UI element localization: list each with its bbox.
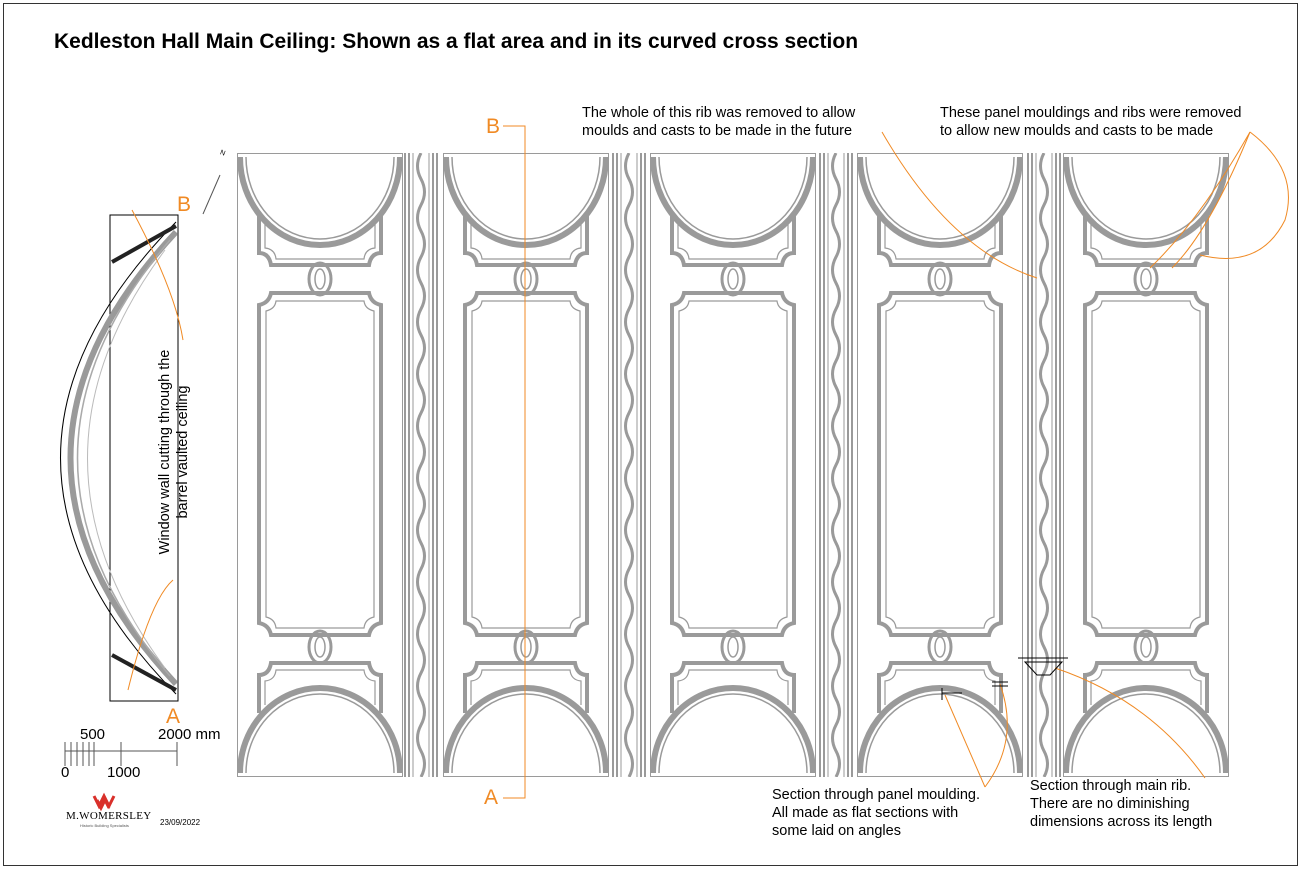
section-label-a-left: A [166, 705, 181, 728]
section-label-b-left: B [177, 193, 192, 216]
cross-section [60, 174, 221, 702]
note-line: Window wall cutting through the [157, 349, 173, 555]
note-line: All made as flat sections with [772, 805, 959, 821]
ceiling-panel-1 [238, 154, 403, 777]
leader-lines [127, 131, 1289, 788]
section-markers [941, 657, 1068, 700]
scale-bar [64, 742, 178, 766]
note-line: some laid on angles [772, 823, 901, 839]
logo-mark [92, 792, 116, 812]
ceiling-panel-5 [1064, 154, 1229, 777]
main-rib-4 [1028, 153, 1060, 777]
main-rib-3 [820, 153, 852, 777]
note-line: barrel vaulted ceiling [175, 385, 191, 519]
scale-label-0: 0 [61, 764, 70, 781]
main-rib-2 [613, 153, 645, 777]
page-title: Kedleston Hall Main Ceiling: Shown as a … [54, 30, 859, 53]
note-line: The whole of this rib was removed to all… [582, 105, 856, 121]
main-rib-1 [405, 153, 437, 777]
ceiling-panel-2 [444, 154, 609, 777]
note-line: These panel mouldings and ribs were remo… [940, 105, 1242, 121]
ceiling-panel-4 [858, 154, 1023, 777]
section-line-a-b [503, 125, 526, 799]
note-line: There are no diminishing [1030, 796, 1190, 812]
logo-name: M.WOMERSLEY [66, 810, 152, 822]
note-line: dimensions across its length [1030, 814, 1213, 830]
ceiling-plan [238, 153, 1229, 777]
note-line: moulds and casts to be made in the futur… [582, 123, 853, 139]
logo-tagline: Historic Building Specialists [80, 823, 129, 828]
scale-label-1000: 1000 [107, 764, 141, 781]
section-label-a-bottom: A [484, 786, 499, 809]
note-window-wall: Window wall cutting through the barrel v… [156, 350, 192, 555]
note-panels-removed: These panel mouldings and ribs were remo… [940, 104, 1241, 140]
drawing-border [3, 3, 1298, 866]
note-line: to allow new moulds and casts to be made [940, 123, 1214, 139]
note-section-rib: Section through main rib. There are no d… [1030, 777, 1212, 831]
ceiling-panel-3 [651, 154, 816, 777]
scale-label-2000: 2000 mm [158, 726, 221, 743]
note-line: Section through main rib. [1030, 778, 1192, 794]
note-rib-removed: The whole of this rib was removed to all… [582, 104, 855, 140]
section-label-b-top: B [486, 115, 501, 138]
drawing-date: 23/09/2022 [160, 818, 201, 827]
note-section-panel: Section through panel moulding. All made… [772, 786, 980, 840]
scale-label-500: 500 [80, 726, 106, 743]
note-line: Section through panel moulding. [772, 787, 980, 803]
